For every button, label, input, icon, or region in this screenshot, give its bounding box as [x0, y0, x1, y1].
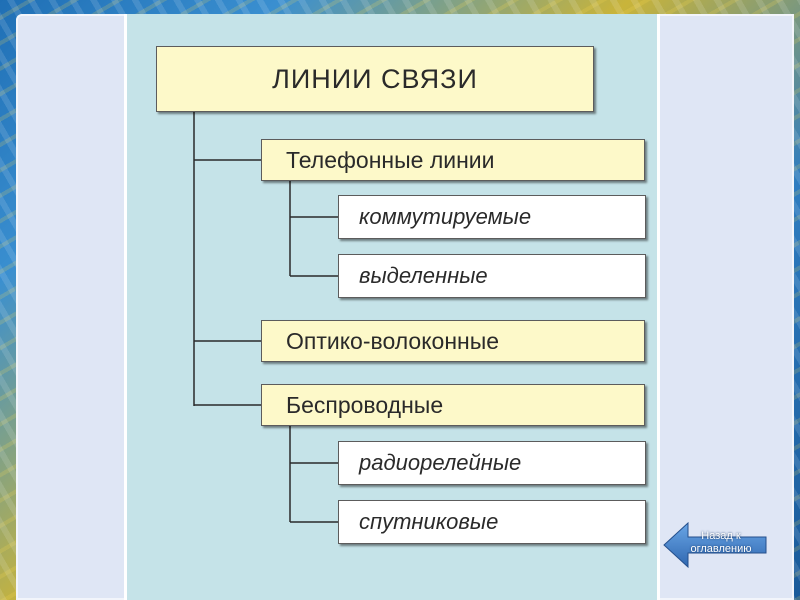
node-radio-relay: радиорелейные — [338, 441, 646, 485]
node-optical-fiber: Оптико-волоконные — [261, 320, 645, 362]
node-dedicated: выделенные — [338, 254, 646, 298]
back-to-contents-label[interactable]: Назад к оглавлению — [690, 530, 752, 555]
node-telephone-lines: Телефонные линии — [261, 139, 645, 181]
node-satellite: спутниковые — [338, 500, 646, 544]
node-switched: коммутируемые — [338, 195, 646, 239]
node-root: ЛИНИИ СВЯЗИ — [156, 46, 594, 112]
back-to-contents-button[interactable] — [662, 521, 770, 569]
node-wireless: Беспроводные — [261, 384, 645, 426]
back-arrow-icon — [663, 521, 767, 569]
